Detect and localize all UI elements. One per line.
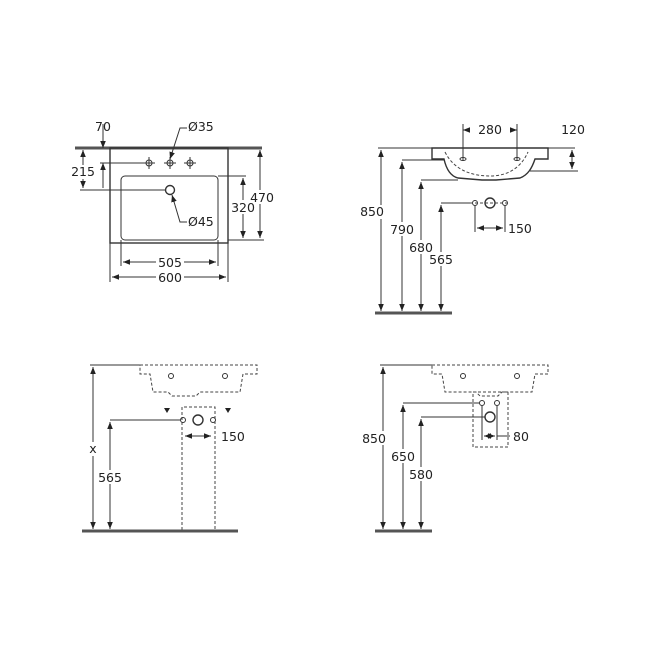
basin-outline [109,147,229,244]
dim-120: 120 [561,122,585,137]
semi-pedestal-view: 850 650 580 80 [362,364,549,533]
dim-tap-diameter: Ø35 [188,119,214,134]
dim-680: 680 [409,240,433,255]
dim-x: x [89,441,96,456]
pedestal-outline [181,406,216,530]
drain-hole [164,184,176,196]
dim-790: 790 [390,222,414,237]
dim-850: 850 [360,204,384,219]
dim-70: 70 [95,119,111,134]
top-view: 70 Ø35 215 470 320 Ø45 505 600 [70,119,274,285]
dim-280: 280 [478,122,502,137]
semi-pedestal-outline [472,391,509,448]
pedestal-view: x 565 150 [82,364,258,533]
dim-565: 565 [429,252,453,267]
dim-80: 80 [513,429,529,444]
dim-505: 505 [158,255,182,270]
dim-470: 470 [250,190,274,205]
dim-565: 565 [98,470,122,485]
wall-connections [470,197,510,209]
dim-600: 600 [158,270,182,285]
dim-215: 215 [71,164,95,179]
basin-outline-dashed [139,364,258,397]
dim-drain-diameter: Ø45 [188,214,214,229]
dim-650: 650 [391,449,415,464]
basin-outline-dashed [431,364,549,397]
dim-320: 320 [231,200,255,215]
side-view: 280 120 850 790 680 565 150 [360,122,585,315]
dim-580: 580 [409,467,433,482]
basin-profile [431,147,549,181]
dim-850: 850 [362,431,386,446]
tap-holes [143,157,196,169]
dim-150: 150 [221,429,245,444]
basin-bowl [120,175,219,241]
dim-150: 150 [508,221,532,236]
